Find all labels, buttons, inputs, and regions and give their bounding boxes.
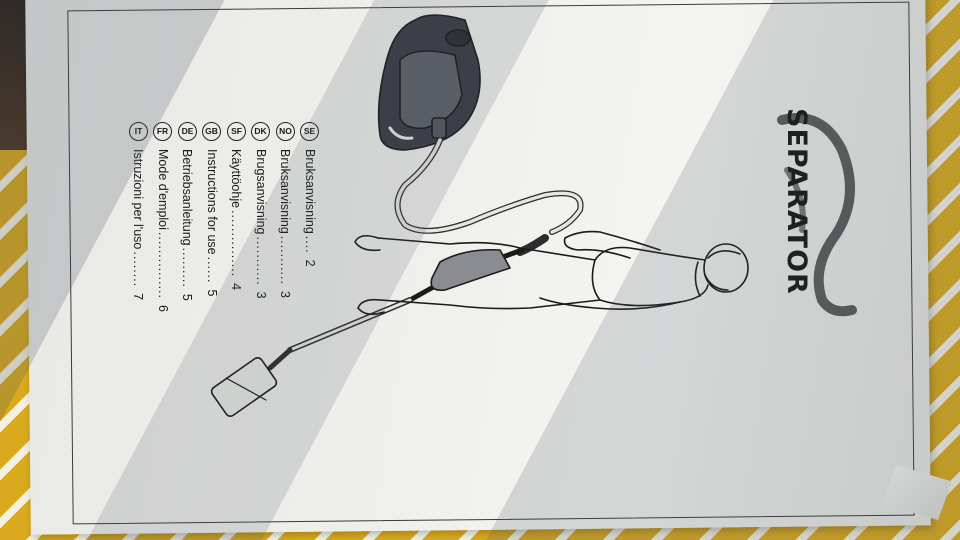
toc-leader: ...... xyxy=(204,256,219,284)
toc-label: Bruksanvisning xyxy=(278,149,293,234)
toc-leader: ........... xyxy=(253,236,268,286)
toc-page-number: 7 xyxy=(131,293,146,301)
toc-row-fr: FR Mode d'emploi ............... 6 xyxy=(151,122,176,312)
brand-swoosh-icon xyxy=(777,113,857,317)
language-badge-fr: FR xyxy=(153,122,173,141)
vacuum-hose xyxy=(394,137,584,235)
language-badge-de: DE xyxy=(177,122,197,141)
toc-label: Käyttöohje xyxy=(229,149,244,209)
toc-row-no: NO Bruksanvisning ........... 3 xyxy=(273,122,298,312)
toc-label: Bruksanvisning xyxy=(302,149,317,234)
language-badge-sf: SF xyxy=(226,122,246,141)
toc-label: Instructions for use xyxy=(204,149,219,255)
toc-row-dk: DK Brugsanvisning ........... 3 xyxy=(249,122,274,312)
toc-leader: ............... xyxy=(155,231,170,299)
toc-leader: .... xyxy=(302,235,317,254)
vacuum-canister-icon xyxy=(377,14,481,151)
toc-leader: ......... xyxy=(180,247,195,288)
toc-row-sf: SF Käyttöohje ............... 4 xyxy=(224,122,249,312)
toc-leader: ........... xyxy=(278,235,293,285)
toc-page-number: 5 xyxy=(180,293,195,301)
toc-page-number: 6 xyxy=(155,305,170,312)
language-badge-gb: GB xyxy=(202,122,222,141)
toc-leader: ............... xyxy=(229,210,244,278)
toc-page-number: 3 xyxy=(278,290,293,298)
toc-row-it: IT Istruzioni per l'uso ........ 7 xyxy=(126,122,151,312)
toc-page-number: 4 xyxy=(229,283,244,291)
vacuum-illustration xyxy=(210,14,749,417)
toc-row-gb: GB Instructions for use ...... 5 xyxy=(200,122,225,312)
toc-page-number: 3 xyxy=(253,291,268,299)
person-figure xyxy=(354,230,749,316)
toc-label: Istruzioni per l'uso xyxy=(131,149,146,250)
toc-label: Brugsanvisning xyxy=(253,149,268,235)
brand-title: SEPARATOR xyxy=(781,108,812,295)
floor-nozzle-icon xyxy=(210,347,293,417)
language-badge-dk: DK xyxy=(251,122,271,141)
toc-page-number: 5 xyxy=(204,289,219,297)
toc-page-number: 2 xyxy=(302,259,317,267)
language-badge-se: SE xyxy=(300,122,320,141)
language-badge-no: NO xyxy=(275,122,295,141)
toc-row-se: SE Bruksanvisning .... 2 xyxy=(298,122,323,312)
language-badge-it: IT xyxy=(128,122,148,141)
toc-row-de: DE Betriebsanleitung ......... 5 xyxy=(175,122,200,312)
toc-label: Mode d'emploi xyxy=(155,149,170,230)
language-contents-list: SE Bruksanvisning .... 2 NO Bruksanvisni… xyxy=(126,122,322,312)
toc-leader: ........ xyxy=(131,251,146,288)
toc-label: Betriebsanleitung xyxy=(180,149,195,246)
